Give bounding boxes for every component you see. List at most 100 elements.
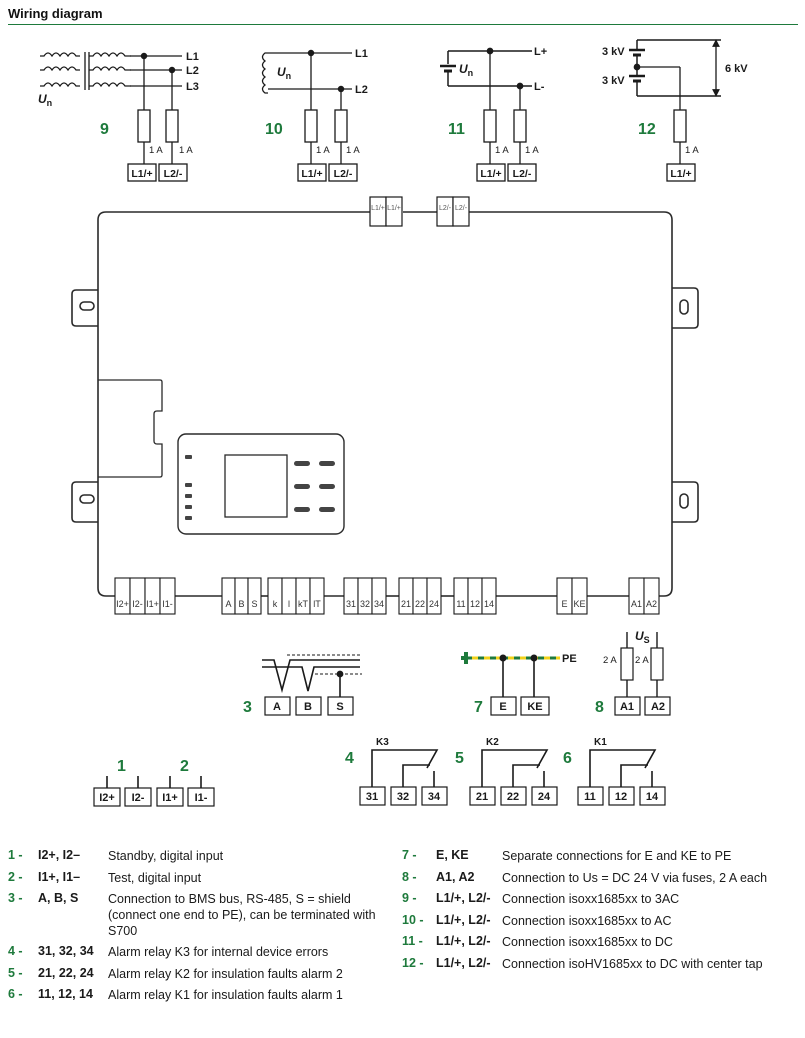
- fuse-rating: 1 A: [495, 145, 509, 156]
- terminal-label: L1/+: [131, 168, 152, 180]
- legend-number: 7 -: [402, 848, 417, 862]
- legend-terminals: L1/+, L2/-: [436, 912, 491, 927]
- legend-description: Alarm relay K2 for insulation faults ala…: [108, 966, 343, 981]
- terminal-slot-label: L2/-: [455, 205, 468, 212]
- legend-item: 9 -L1/+, L2/-Connection isoxx1685xx to 3…: [402, 888, 802, 910]
- terminal-slot[interactable]: [309, 577, 325, 615]
- diagram-12-dc-center-tap: [629, 39, 721, 182]
- terminal-slot[interactable]: [371, 577, 387, 615]
- terminal-slot-label: k: [273, 599, 278, 609]
- device-button[interactable]: [319, 484, 335, 489]
- terminal-slot[interactable]: [247, 577, 262, 615]
- diagram-number: 7: [474, 699, 483, 716]
- source-label: Un: [277, 65, 291, 81]
- diagram-number: 2: [180, 758, 189, 775]
- terminal-slot-label: B: [238, 599, 244, 609]
- wiring-diagram: L1 L2 L3 Un 9 1 A 1 A L1/+ L2/- L1 L2 Un…: [38, 39, 748, 807]
- display-buttons[interactable]: [294, 461, 335, 512]
- terminal-box: [531, 786, 558, 806]
- device-button[interactable]: [319, 461, 335, 466]
- terminal-slot[interactable]: [159, 577, 176, 615]
- legend-terminals: 31, 32, 34: [38, 944, 94, 958]
- legend-description: Alarm relay K1 for insulation faults ala…: [108, 988, 343, 1002]
- terminal-box: [490, 696, 517, 716]
- terminal-slot[interactable]: [385, 196, 403, 227]
- terminal-slot-label: S: [251, 599, 257, 609]
- legend-number: 11 -: [402, 934, 423, 948]
- terminal-slot[interactable]: [481, 577, 497, 615]
- terminal-box: [156, 787, 184, 807]
- terminal-slot[interactable]: [452, 196, 470, 227]
- legend-terminals: I2+, I2–: [38, 848, 81, 862]
- legend-number: 1 -: [8, 848, 23, 862]
- top-terminal-blocks: L1/+L1/+L2/-L2/-: [369, 196, 470, 227]
- fuse-icon: [334, 109, 348, 143]
- fuse-rating: 1 A: [346, 145, 360, 156]
- relay-contact-icon: [371, 749, 439, 787]
- line-label: L1: [355, 48, 368, 60]
- mounting-lug: [672, 287, 699, 329]
- transformer-icon: [40, 52, 131, 90]
- legend-description: Connection isoHV1685xx to DC with center…: [502, 956, 763, 971]
- diagram-number: 10: [265, 121, 283, 138]
- relay-contact-icon: [589, 749, 657, 787]
- fuse-rating: 1 A: [179, 145, 193, 156]
- led-indicator: [185, 516, 192, 520]
- terminal-box: [614, 696, 641, 716]
- legend-description: Connection isoxx1685xx to 3AC: [502, 892, 680, 906]
- terminal-slot-label: L2/-: [439, 205, 452, 212]
- device-button[interactable]: [319, 507, 335, 512]
- terminal-box: [359, 786, 386, 806]
- terminal-label: L2/-: [164, 168, 183, 180]
- terminal-label: L2/-: [334, 168, 353, 180]
- device-button[interactable]: [294, 461, 310, 466]
- device-button[interactable]: [294, 484, 310, 489]
- terminal-box: [390, 786, 417, 806]
- voltage-label: 3 kV: [602, 46, 625, 58]
- legend-number: 5 -: [8, 965, 23, 980]
- diagram-number: 12: [638, 121, 656, 138]
- terminal-box: [421, 786, 448, 806]
- device-button[interactable]: [294, 507, 310, 512]
- terminal-slot[interactable]: [643, 577, 660, 615]
- fuse-icon: [620, 647, 634, 681]
- terminal-label: A: [273, 701, 281, 713]
- led-indicator: [185, 494, 192, 498]
- line-label: L+: [534, 46, 547, 58]
- terminal-box: [577, 786, 604, 806]
- display-screen: [224, 454, 288, 518]
- diagram-1-2-inputs: [93, 776, 215, 807]
- legend-terminals: L1/+, L2/-: [436, 955, 491, 970]
- terminal-slot-label: 12: [470, 599, 480, 609]
- terminal-slot[interactable]: [571, 577, 588, 615]
- terminal-slot[interactable]: [426, 577, 442, 615]
- earth-symbol-icon: [464, 652, 468, 664]
- line-label: L3: [186, 81, 199, 93]
- terminal-box: [644, 696, 671, 716]
- mounting-lug: [71, 481, 98, 523]
- battery-icon: [440, 64, 456, 73]
- legend-terminals: 21, 22, 24: [38, 965, 94, 980]
- terminal-box: [507, 163, 537, 182]
- fuse-rating: 2 A: [603, 655, 617, 666]
- relay-label: K2: [486, 737, 499, 748]
- legend-description: Standby, digital input: [108, 849, 224, 863]
- terminal-box: [295, 696, 322, 716]
- terminal-box: [127, 163, 157, 182]
- legend-item: 1 - I2+, I2– Standby, digital input: [8, 845, 398, 867]
- source-label: Un: [38, 92, 52, 108]
- ac-source-coil-icon: [261, 52, 268, 94]
- fuse-icon: [165, 109, 179, 143]
- terminal-label: I2+: [99, 792, 115, 804]
- terminal-label: L1/+: [480, 168, 501, 180]
